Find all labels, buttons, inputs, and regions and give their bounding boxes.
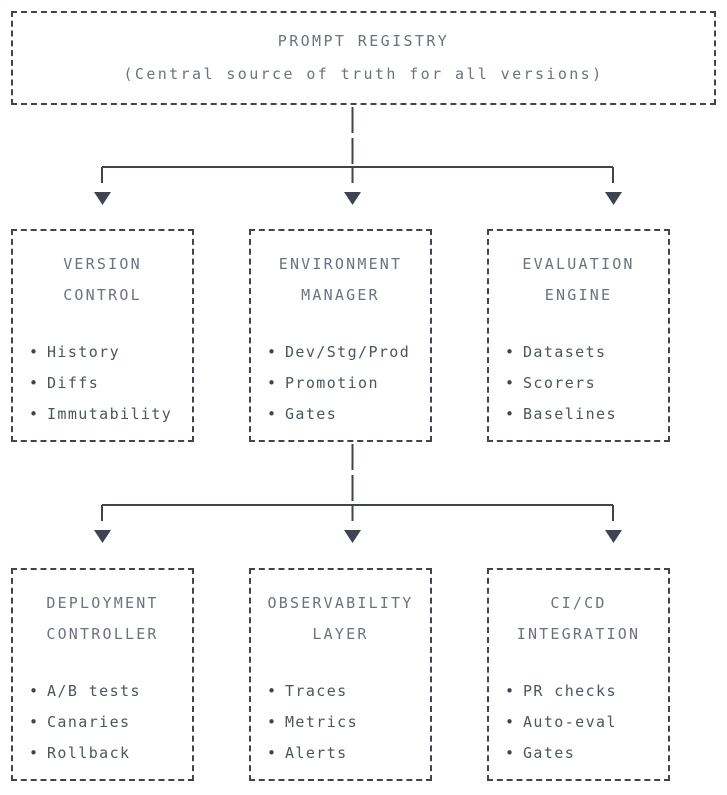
node-subtitle: (Central source of truth for all version… xyxy=(123,65,604,83)
node-item-list: Traces Metrics Alerts xyxy=(251,676,358,769)
list-item: Gates xyxy=(505,738,617,769)
arrowhead-down-center-top xyxy=(344,192,361,205)
node-title-block: VERSION CONTROL xyxy=(63,249,142,311)
node-title-line2: CONTROL xyxy=(63,286,142,304)
list-item: Auto-eval xyxy=(505,707,617,738)
node-title-block: OBSERVABILITY LAYER xyxy=(268,588,414,650)
list-item: Canaries xyxy=(29,707,141,738)
node-title-line2: LAYER xyxy=(312,625,369,643)
node-title-line1: ENVIRONMENT xyxy=(278,255,403,273)
arrowhead-down-left-top xyxy=(94,192,111,205)
arrowhead-down-center-bottom xyxy=(344,530,361,543)
list-item: Dev/Stg/Prod xyxy=(267,337,410,368)
list-item: Baselines xyxy=(505,399,617,430)
node-title-line1: VERSION xyxy=(63,255,142,273)
list-item: Traces xyxy=(267,676,358,707)
node-observability-layer[interactable]: OBSERVABILITY LAYER Traces Metrics Alert… xyxy=(249,568,432,781)
connector-registry-to-row1 xyxy=(101,107,614,183)
node-item-list: Datasets Scorers Baselines xyxy=(489,337,617,430)
node-cicd-integration[interactable]: CI/CD INTEGRATION PR checks Auto-eval Ga… xyxy=(487,568,670,781)
arrowhead-down-right-bottom xyxy=(605,530,622,543)
list-item: Promotion xyxy=(267,368,410,399)
node-evaluation-engine[interactable]: EVALUATION ENGINE Datasets Scorers Basel… xyxy=(487,229,670,442)
list-item: Immutability xyxy=(29,399,172,430)
list-item: A/B tests xyxy=(29,676,141,707)
arrowhead-down-right-top xyxy=(605,192,622,205)
node-title-line1: DEPLOYMENT xyxy=(46,594,159,612)
node-title-line1: CI/CD xyxy=(550,594,607,612)
arrowhead-down-left-bottom xyxy=(94,530,111,543)
node-title: PROMPT REGISTRY xyxy=(277,32,450,50)
node-title-block: CI/CD INTEGRATION xyxy=(517,588,641,650)
list-item: Gates xyxy=(267,399,410,430)
node-title-block: PROMPT REGISTRY (Central source of truth… xyxy=(123,25,603,91)
node-environment-manager[interactable]: ENVIRONMENT MANAGER Dev/Stg/Prod Promoti… xyxy=(249,229,432,442)
node-item-list: A/B tests Canaries Rollback xyxy=(13,676,141,769)
node-title-line2: ENGINE xyxy=(544,286,613,304)
connector-row1-to-row2 xyxy=(101,444,614,521)
node-title-line1: OBSERVABILITY xyxy=(267,594,414,612)
list-item: Metrics xyxy=(267,707,358,738)
node-title-line1: EVALUATION xyxy=(522,255,635,273)
node-item-list: History Diffs Immutability xyxy=(13,337,172,430)
node-deployment-controller[interactable]: DEPLOYMENT CONTROLLER A/B tests Canaries… xyxy=(11,568,194,781)
node-prompt-registry[interactable]: PROMPT REGISTRY (Central source of truth… xyxy=(11,11,716,105)
node-title-block: DEPLOYMENT CONTROLLER xyxy=(46,588,158,650)
node-title-line2: INTEGRATION xyxy=(516,625,641,643)
node-item-list: Dev/Stg/Prod Promotion Gates xyxy=(251,337,410,430)
list-item: Datasets xyxy=(505,337,617,368)
node-title-block: EVALUATION ENGINE xyxy=(522,249,634,311)
node-item-list: PR checks Auto-eval Gates xyxy=(489,676,617,769)
node-title-line2: CONTROLLER xyxy=(46,625,159,643)
node-version-control[interactable]: VERSION CONTROL History Diffs Immutabili… xyxy=(11,229,194,442)
list-item: Alerts xyxy=(267,738,358,769)
node-title-block: ENVIRONMENT MANAGER xyxy=(279,249,403,311)
list-item: History xyxy=(29,337,172,368)
list-item: PR checks xyxy=(505,676,617,707)
node-title-line2: MANAGER xyxy=(301,286,380,304)
list-item: Scorers xyxy=(505,368,617,399)
list-item: Diffs xyxy=(29,368,172,399)
list-item: Rollback xyxy=(29,738,141,769)
